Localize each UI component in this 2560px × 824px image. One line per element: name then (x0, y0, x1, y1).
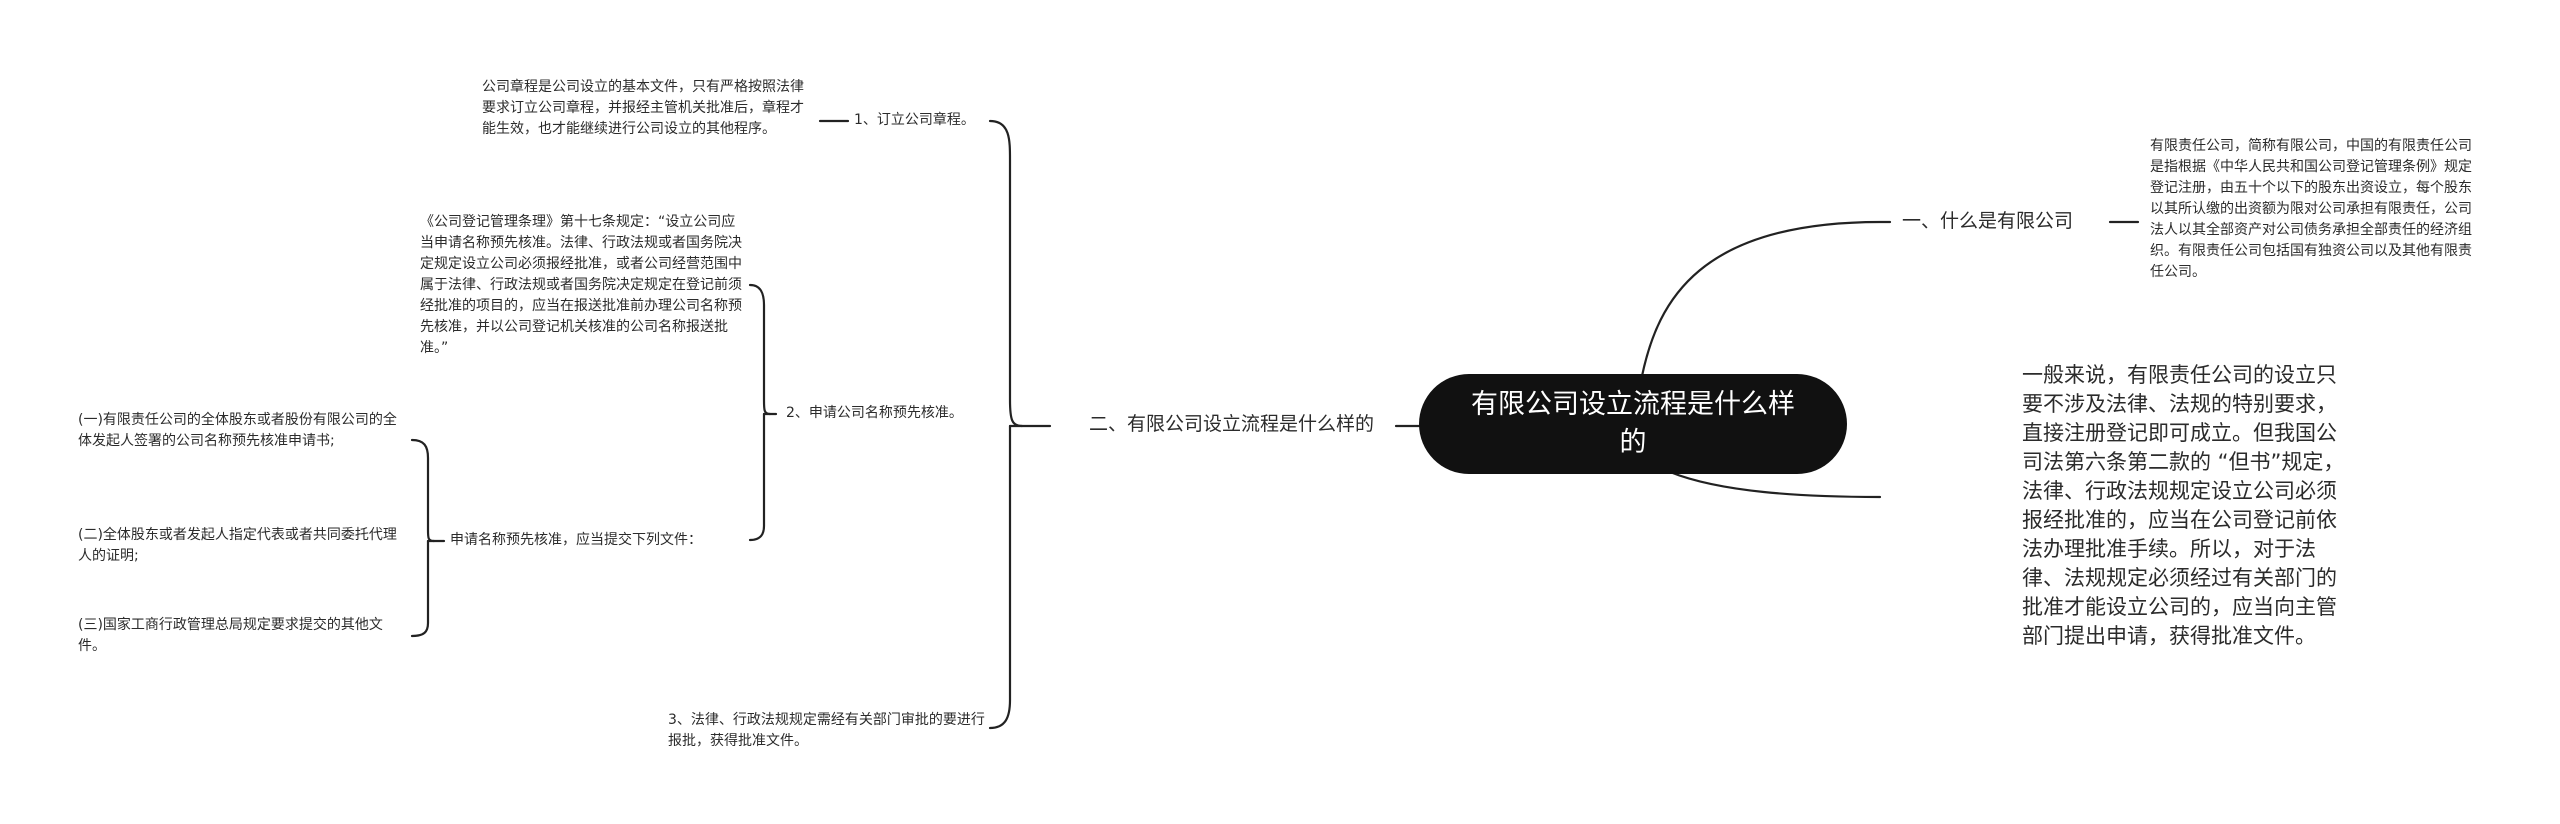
step2-name-approval[interactable]: 2、申请公司名称预先核准。 (786, 403, 996, 424)
llc-approval-note-text: 一般来说，有限责任公司的设立只要不涉及法律、法规的特别要求，直接注册登记即可成立… (2022, 363, 2345, 648)
step2-required-docs-label: 申请名称预先核准，应当提交下列文件： (450, 532, 702, 548)
branch-setup-process[interactable]: 二、有限公司设立流程是什么样的 (1034, 411, 1374, 437)
step2-detail: 《公司登记管理条理》第十七条规定：“设立公司应当申请名称预先核准。法律、行政法规… (420, 212, 742, 359)
required-doc-3: (三)国家工商行政管理总局规定要求提交的其他文件。 (78, 615, 408, 657)
step3-approval-docs[interactable]: 3、法律、行政法规规定需经有关部门审批的要进行报批，获得批准文件。 (668, 710, 988, 752)
root-topic[interactable]: 有限公司设立流程是什么样的 (1419, 374, 1847, 474)
link-root-b2 (1668, 470, 1882, 499)
bracket-main (988, 119, 1024, 730)
llc-approval-note[interactable]: 一般来说，有限责任公司的设立只要不涉及法律、法规的特别要求，直接注册登记即可成立… (2022, 361, 2352, 651)
required-doc-3-text: (三)国家工商行政管理总局规定要求提交的其他文件。 (78, 617, 383, 654)
required-doc-1-text: (一)有限责任公司的全体股东或者股份有限公司的全体发起人签署的公司名称预先核准申… (78, 412, 397, 449)
step2-required-docs[interactable]: 申请名称预先核准，应当提交下列文件： (450, 530, 740, 551)
required-doc-2: (二)全体股东或者发起人指定代表或者共同委托代理人的证明; (78, 525, 408, 567)
link-root-b1 (1640, 220, 1892, 378)
step2-name-approval-label: 2、申请公司名称预先核准。 (786, 405, 963, 421)
step1-articles[interactable]: 1、订立公司章程。 (854, 110, 994, 131)
branch-setup-process-label: 二、有限公司设立流程是什么样的 (1088, 413, 1374, 435)
step1-detail-text: 公司章程是公司设立的基本文件，只有严格按照法律要求订立公司章程，并报经主管机关批… (482, 79, 804, 137)
branch-what-is-llc[interactable]: 一、什么是有限公司 (1902, 208, 2112, 234)
bracket-step2 (748, 283, 772, 542)
step3-approval-docs-label: 3、法律、行政法规规定需经有关部门审批的要进行报批，获得批准文件。 (668, 712, 985, 749)
what-is-llc-detail-text: 有限责任公司，简称有限公司，中国的有限责任公司是指根据《中华人民共和国公司登记管… (2150, 138, 2472, 280)
step1-articles-label: 1、订立公司章程。 (854, 112, 975, 128)
required-doc-2-text: (二)全体股东或者发起人指定代表或者共同委托代理人的证明; (78, 527, 397, 564)
what-is-llc-detail: 有限责任公司，简称有限公司，中国的有限责任公司是指根据《中华人民共和国公司登记管… (2150, 136, 2480, 283)
step2-detail-text: 《公司登记管理条理》第十七条规定：“设立公司应当申请名称预先核准。法律、行政法规… (420, 214, 742, 356)
root-title: 有限公司设立流程是什么样的 (1471, 389, 1795, 458)
step1-detail: 公司章程是公司设立的基本文件，只有严格按照法律要求订立公司章程，并报经主管机关批… (482, 77, 812, 140)
branch-what-is-llc-label: 一、什么是有限公司 (1902, 210, 2074, 232)
bracket-sub (410, 438, 436, 638)
required-doc-1: (一)有限责任公司的全体股东或者股份有限公司的全体发起人签署的公司名称预先核准申… (78, 410, 408, 452)
